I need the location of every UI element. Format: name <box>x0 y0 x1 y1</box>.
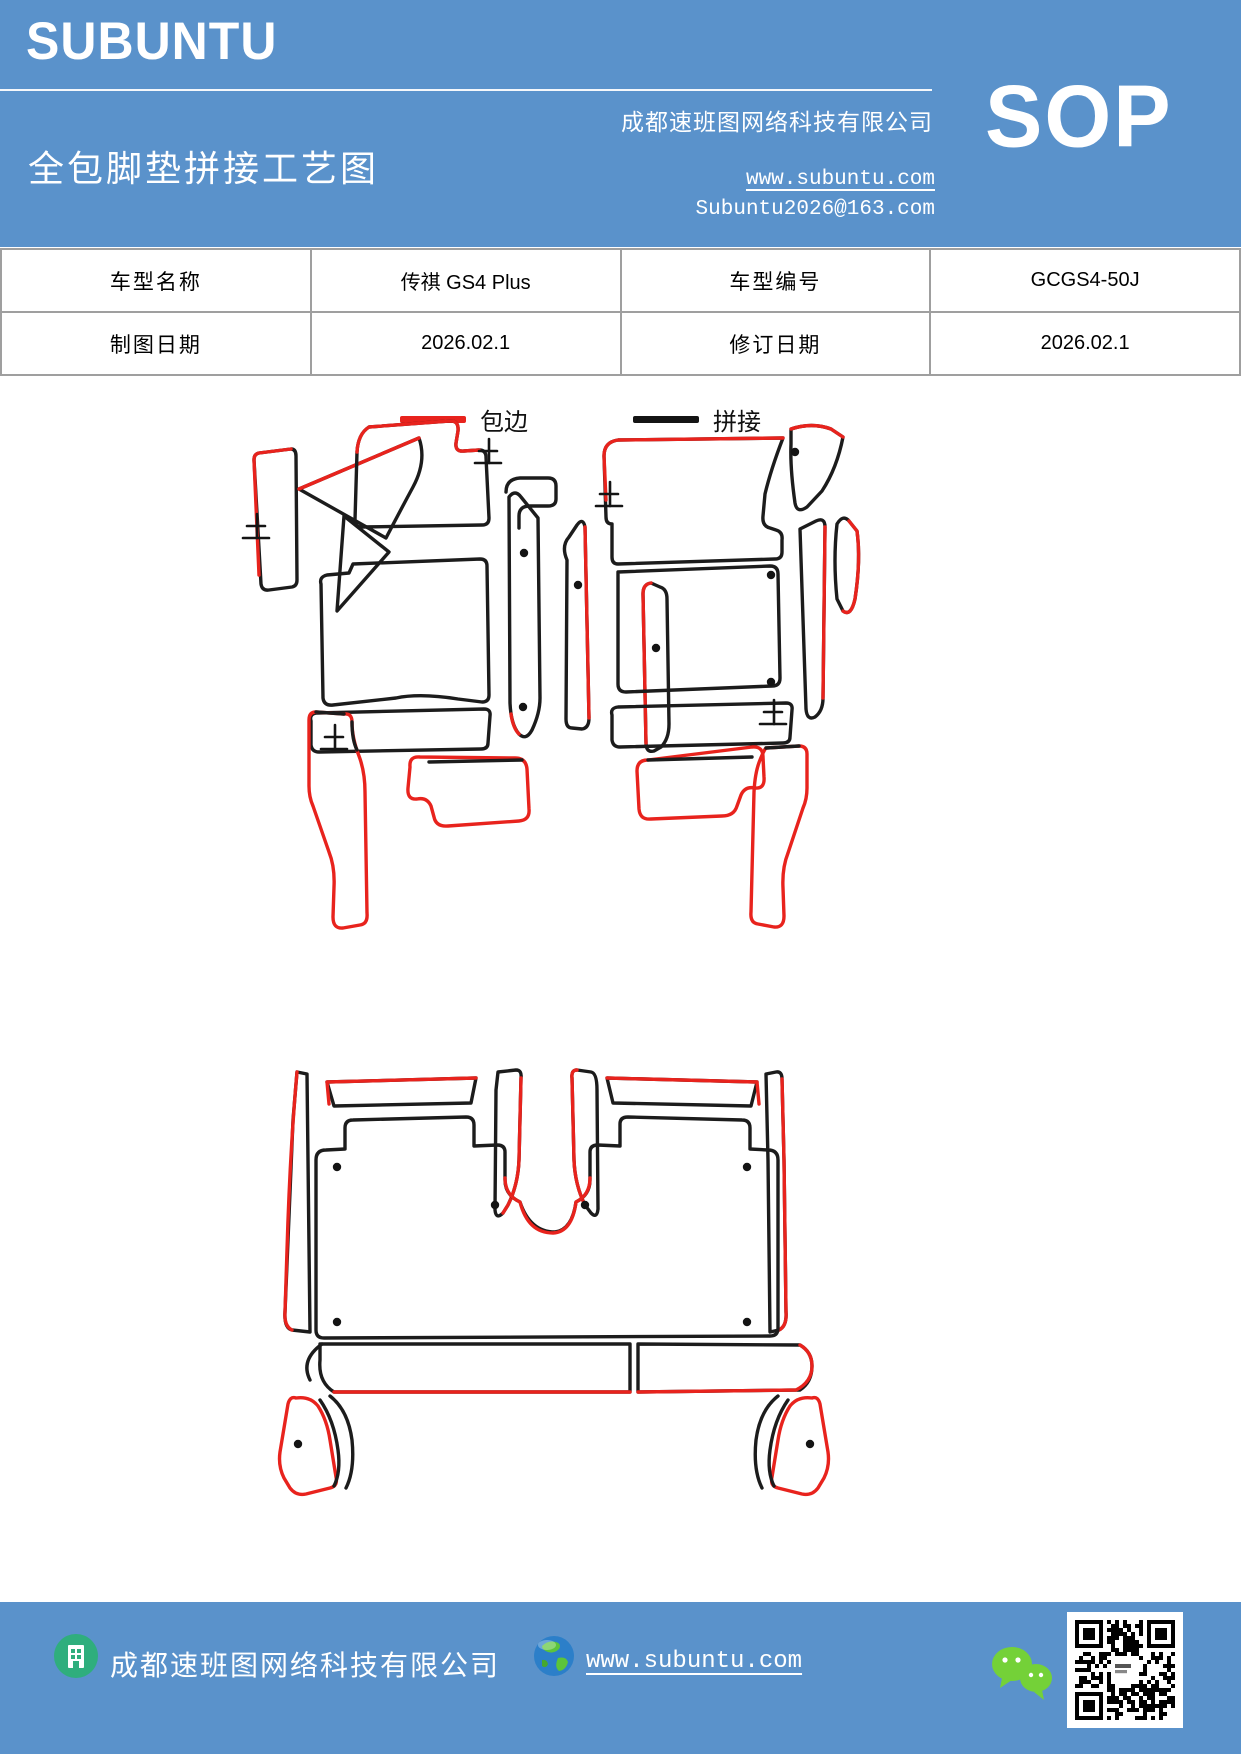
passenger-front-mat <box>562 423 861 929</box>
vehicle-info-table: 车型名称 传祺 GS4 Plus 车型编号 GCGS4-50J 制图日期 202… <box>0 248 1241 376</box>
cell-model-name-value: 传祺 GS4 Plus <box>309 248 622 313</box>
table-row: 制图日期 2026.02.1 修订日期 2026.02.1 <box>0 311 1241 376</box>
cell-revise-date-label: 修订日期 <box>619 311 932 376</box>
header-company-name: 成都速班图网络科技有限公司 <box>621 110 933 135</box>
building-icon <box>52 1632 100 1685</box>
mat-diagram <box>241 419 861 1497</box>
cell-model-name-label: 车型名称 <box>0 248 312 313</box>
table-row: 车型名称 传祺 GS4 Plus 车型编号 GCGS4-50J <box>0 248 1241 313</box>
footer-company-name: 成都速班图网络科技有限公司 <box>110 1651 501 1682</box>
wechat-icon <box>990 1644 1060 1709</box>
driver-front-mat <box>252 419 558 930</box>
rear-mat <box>277 1068 831 1497</box>
brand-logo: SUBUNTU <box>26 11 278 71</box>
header-divider <box>0 89 932 91</box>
splice-swatch <box>633 415 699 423</box>
sop-badge: SOP <box>985 68 1173 166</box>
cell-model-code-value: GCGS4-50J <box>929 248 1241 313</box>
cell-draw-date-value: 2026.02.1 <box>309 311 622 376</box>
footer-website-link[interactable]: www.subuntu.com <box>586 1648 803 1675</box>
header: SUBUNTU 全包脚垫拼接工艺图 成都速班图网络科技有限公司 www.subu… <box>0 0 1241 247</box>
legend-wrap-edge-label: 包边 <box>480 409 528 436</box>
header-website-link[interactable]: www.subuntu.com <box>745 168 935 191</box>
globe-icon <box>532 1634 576 1683</box>
cell-revise-date-value: 2026.02.1 <box>929 311 1241 376</box>
footer: 成都速班图网络科技有限公司 www.subuntu.com <box>0 1602 1241 1754</box>
page-title: 全包脚垫拼接工艺图 <box>28 149 380 189</box>
wrap-edge-swatch <box>400 415 466 423</box>
cell-model-code-label: 车型编号 <box>619 248 932 313</box>
legend-wrap-edge: 包边 <box>400 404 528 436</box>
stop-marks <box>241 437 788 751</box>
cell-draw-date-label: 制图日期 <box>0 311 312 376</box>
legend-splice: 拼接 <box>633 404 761 436</box>
qr-code <box>1067 1612 1183 1728</box>
legend-splice-label: 拼接 <box>713 409 761 436</box>
header-email: Subuntu2026@163.com <box>695 198 935 221</box>
